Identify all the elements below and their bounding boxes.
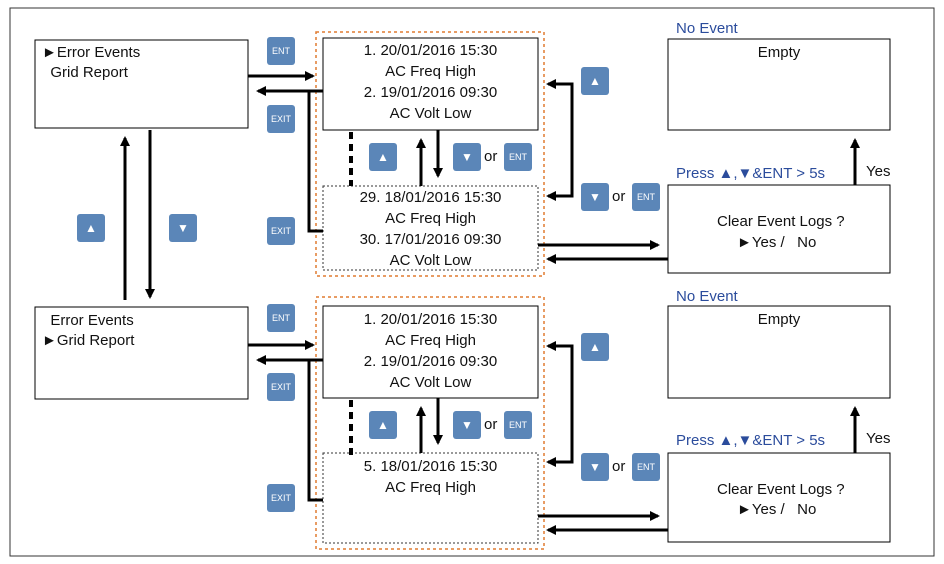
error-event-30-name: AC Volt Low — [389, 252, 472, 269]
error-event-2-name: AC Volt Low — [389, 105, 472, 122]
error-group-frame — [315, 31, 545, 277]
error-event-1-date: 1. 20/01/2016 15:30 — [363, 42, 498, 59]
menu-bottom-item-error-events[interactable]: Error Events — [42, 312, 134, 329]
empty-bottom-box — [667, 305, 891, 399]
no-event-label-top: No Event — [676, 20, 738, 37]
press-hint-top: Press ▲,▼&ENT > 5s — [676, 165, 826, 182]
grid-event-2-name: AC Volt Low — [389, 374, 472, 391]
or-label: or — [612, 188, 626, 205]
error-event-1-name: AC Freq High — [385, 63, 476, 80]
or-label: or — [612, 458, 626, 475]
grid-event-5-name: AC Freq High — [385, 479, 476, 496]
error-list-bottom-box — [322, 185, 539, 271]
clear-choice-top[interactable]: ►Yes / No — [737, 234, 817, 251]
menu-bottom-box — [34, 306, 249, 400]
exit-button[interactable]: EXIT — [267, 373, 295, 401]
menu-top-item-error-events[interactable]: ►Error Events — [42, 44, 141, 61]
outer-frame — [9, 7, 935, 557]
error-event-2-date: 2. 19/01/2016 09:30 — [363, 84, 498, 101]
clear-choice-bottom[interactable]: ►Yes / No — [737, 501, 817, 518]
error-event-29-date: 29. 18/01/2016 15:30 — [359, 189, 502, 206]
down-arrow-button[interactable]: ▼ — [453, 143, 481, 171]
ent-button[interactable]: ENT — [632, 183, 660, 211]
error-list-top-box — [322, 37, 539, 131]
or-label: or — [484, 416, 498, 433]
exit-button[interactable]: EXIT — [267, 105, 295, 133]
error-event-29-name: AC Freq High — [385, 210, 476, 227]
exit-button[interactable]: EXIT — [267, 484, 295, 512]
ent-button[interactable]: ENT — [267, 37, 295, 65]
down-arrow-button[interactable]: ▼ — [581, 183, 609, 211]
empty-label-top: Empty — [757, 44, 801, 61]
menu-bottom-item-grid-report[interactable]: ►Grid Report — [42, 332, 135, 349]
ent-button[interactable]: ENT — [632, 453, 660, 481]
ent-button[interactable]: ENT — [504, 411, 532, 439]
up-arrow-button[interactable]: ▲ — [369, 143, 397, 171]
exit-button[interactable]: EXIT — [267, 217, 295, 245]
menu-top-item-grid-report[interactable]: Grid Report — [42, 64, 128, 81]
grid-event-2-date: 2. 19/01/2016 09:30 — [363, 353, 498, 370]
clear-prompt-bottom: Clear Event Logs ? — [717, 481, 845, 498]
grid-event-5-date: 5. 18/01/2016 15:30 — [363, 458, 498, 475]
or-label: or — [484, 148, 498, 165]
up-arrow-button[interactable]: ▲ — [581, 333, 609, 361]
grid-list-bottom-box — [322, 452, 539, 544]
up-arrow-button[interactable]: ▲ — [369, 411, 397, 439]
up-arrow-button[interactable]: ▲ — [581, 67, 609, 95]
empty-top-box — [667, 38, 891, 131]
up-arrow-button[interactable]: ▲ — [77, 214, 105, 242]
clear-top-box — [667, 184, 891, 274]
grid-list-top-box — [322, 305, 539, 399]
yes-label-bottom: Yes — [866, 430, 891, 447]
press-hint-bottom: Press ▲,▼&ENT > 5s — [676, 432, 826, 449]
down-arrow-button[interactable]: ▼ — [453, 411, 481, 439]
clear-bottom-box — [667, 452, 891, 543]
yes-label-top: Yes — [866, 163, 891, 180]
menu-top-box — [34, 39, 249, 129]
grid-event-1-date: 1. 20/01/2016 15:30 — [363, 311, 498, 328]
grid-group-frame — [315, 296, 545, 550]
ent-button[interactable]: ENT — [267, 304, 295, 332]
no-event-label-bottom: No Event — [676, 288, 738, 305]
grid-event-1-name: AC Freq High — [385, 332, 476, 349]
empty-label-bottom: Empty — [757, 311, 801, 328]
clear-prompt-top: Clear Event Logs ? — [717, 213, 845, 230]
error-event-30-date: 30. 17/01/2016 09:30 — [359, 231, 502, 248]
down-arrow-button[interactable]: ▼ — [581, 453, 609, 481]
ent-button[interactable]: ENT — [504, 143, 532, 171]
down-arrow-button[interactable]: ▼ — [169, 214, 197, 242]
